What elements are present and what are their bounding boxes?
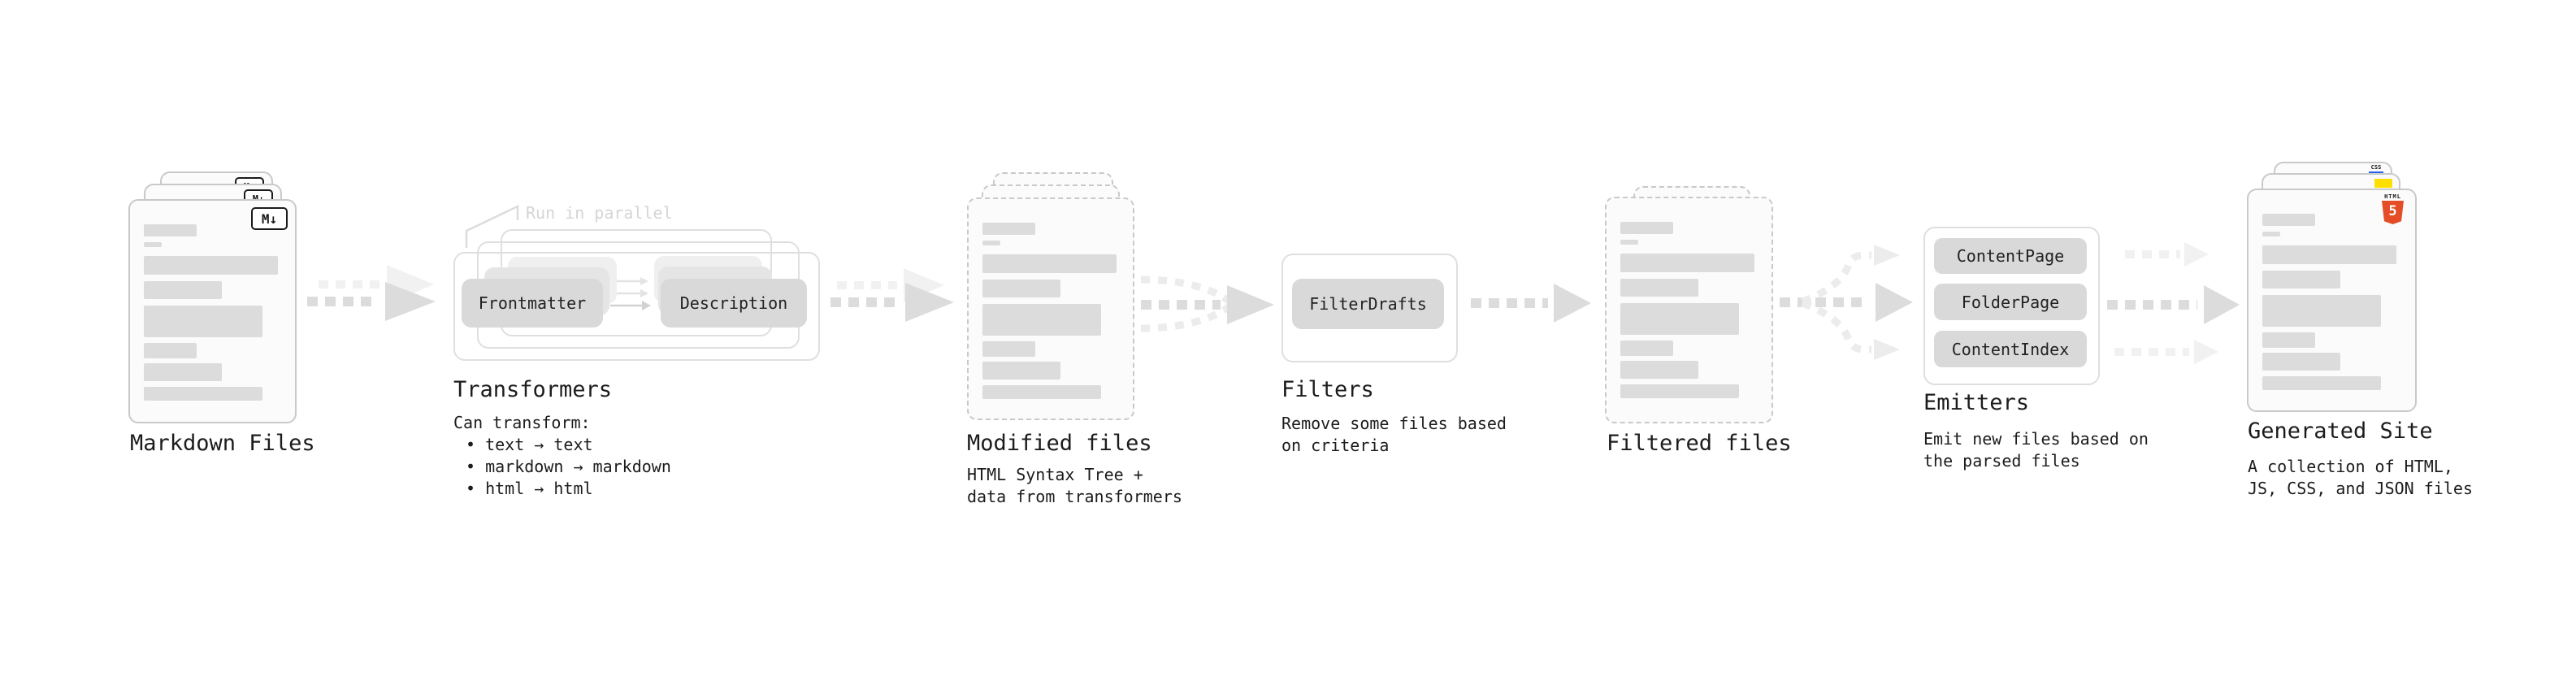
filtered-file-front (1605, 197, 1773, 423)
filters-title: Filters (1281, 377, 1374, 402)
skeleton-line (144, 281, 222, 299)
skeleton-line (144, 306, 262, 337)
subtitle-line: HTML Syntax Tree + (967, 465, 1143, 484)
skeleton-line (1620, 340, 1673, 356)
run-in-parallel-callout-line (465, 205, 519, 248)
skeleton-line (982, 241, 1000, 245)
skeleton-line (982, 385, 1101, 399)
skeleton-line (2262, 271, 2340, 288)
skeleton-line (1620, 240, 1638, 245)
markdown-file-front: M↓ (128, 199, 297, 423)
css-icon: CSS (2369, 165, 2383, 174)
filterdrafts-pill: FilterDrafts (1292, 279, 1444, 329)
skeleton-line (982, 223, 1035, 235)
skeleton-line (144, 256, 278, 275)
skeleton-line (2262, 353, 2340, 371)
generated-site-title: Generated Site (2248, 419, 2433, 444)
frontmatter-pill: Frontmatter (462, 279, 603, 327)
subtitle-line: Remove some files based (1281, 414, 1507, 433)
skeleton-line (982, 254, 1117, 273)
skeleton-line (2262, 332, 2315, 348)
subtitle-line: on criteria (1281, 436, 1390, 455)
transformer-box-front (453, 252, 820, 361)
transformers-note-line: Can transform: (453, 413, 591, 432)
skeleton-line (982, 362, 1060, 380)
folderpage-pill: FolderPage (1934, 284, 2087, 320)
skeleton-line (144, 363, 222, 381)
skeleton-line (1620, 384, 1739, 398)
generated-site-subtitle: A collection of HTML, JS, CSS, and JSON … (2248, 456, 2473, 500)
arrow-filtered-to-emitters (1780, 245, 1913, 360)
skeleton-line (982, 341, 1035, 357)
skeleton-line (982, 280, 1060, 297)
emitters-title: Emitters (1923, 390, 2030, 415)
contentindex-pill: ContentIndex (1934, 331, 2087, 367)
transformers-notes: Can transform: • text → text • markdown … (453, 412, 671, 500)
arrow-markdown-to-transformers (307, 265, 436, 321)
subtitle-line: A collection of HTML, (2248, 457, 2453, 476)
skeleton-line (144, 242, 162, 247)
transformers-note-line: • markdown → markdown (466, 457, 671, 476)
js-icon (2374, 179, 2392, 188)
emitters-subtitle: Emit new files based on the parsed files (1923, 428, 2149, 472)
markdown-files-title: Markdown Files (130, 431, 315, 456)
transformers-title: Transformers (453, 377, 613, 402)
arrow-filters-to-filtered (1471, 284, 1591, 323)
skeleton-line (2262, 245, 2396, 264)
skeleton-line (1620, 279, 1698, 297)
subtitle-line: Emit new files based on (1923, 429, 2149, 449)
run-in-parallel-annotation: Run in parallel (526, 203, 673, 223)
skeleton-line (2262, 376, 2381, 390)
markdown-icon: M↓ (251, 207, 288, 230)
skeleton-line (1620, 361, 1698, 379)
skeleton-line (2262, 295, 2381, 327)
modified-files-subtitle: HTML Syntax Tree + data from transformer… (967, 464, 1182, 508)
skeleton-line (1620, 303, 1739, 335)
arrow-modified-to-filters (1140, 275, 1274, 332)
skeleton-line (1620, 254, 1754, 272)
subtitle-line: the parsed files (1923, 451, 2080, 471)
skeleton-line (2262, 214, 2315, 226)
filters-subtitle: Remove some files based on criteria (1281, 413, 1507, 457)
skeleton-line (144, 387, 262, 401)
transformers-note-line: • text → text (466, 435, 593, 454)
skeleton-line (1620, 222, 1673, 234)
transformer-mini-arrows (610, 277, 651, 310)
description-pill: Description (661, 279, 807, 327)
skeleton-line (144, 343, 197, 358)
skeleton-line (144, 224, 197, 236)
transformers-note-line: • html → html (466, 479, 593, 498)
contentpage-pill: ContentPage (1934, 238, 2087, 274)
modified-files-title: Modified files (967, 431, 1152, 456)
arrow-transformers-to-modified (830, 268, 954, 322)
subtitle-line: JS, CSS, and JSON files (2248, 479, 2473, 498)
generated-file-html: HTML 5 (2247, 189, 2417, 412)
filtered-files-title: Filtered files (1607, 431, 1792, 456)
html5-icon: HTML 5 (2382, 193, 2404, 224)
skeleton-line (2262, 232, 2280, 236)
arrow-emitters-to-generated (2107, 242, 2240, 364)
skeleton-line (982, 304, 1101, 336)
subtitle-line: data from transformers (967, 487, 1182, 506)
modified-file-front (967, 197, 1134, 420)
